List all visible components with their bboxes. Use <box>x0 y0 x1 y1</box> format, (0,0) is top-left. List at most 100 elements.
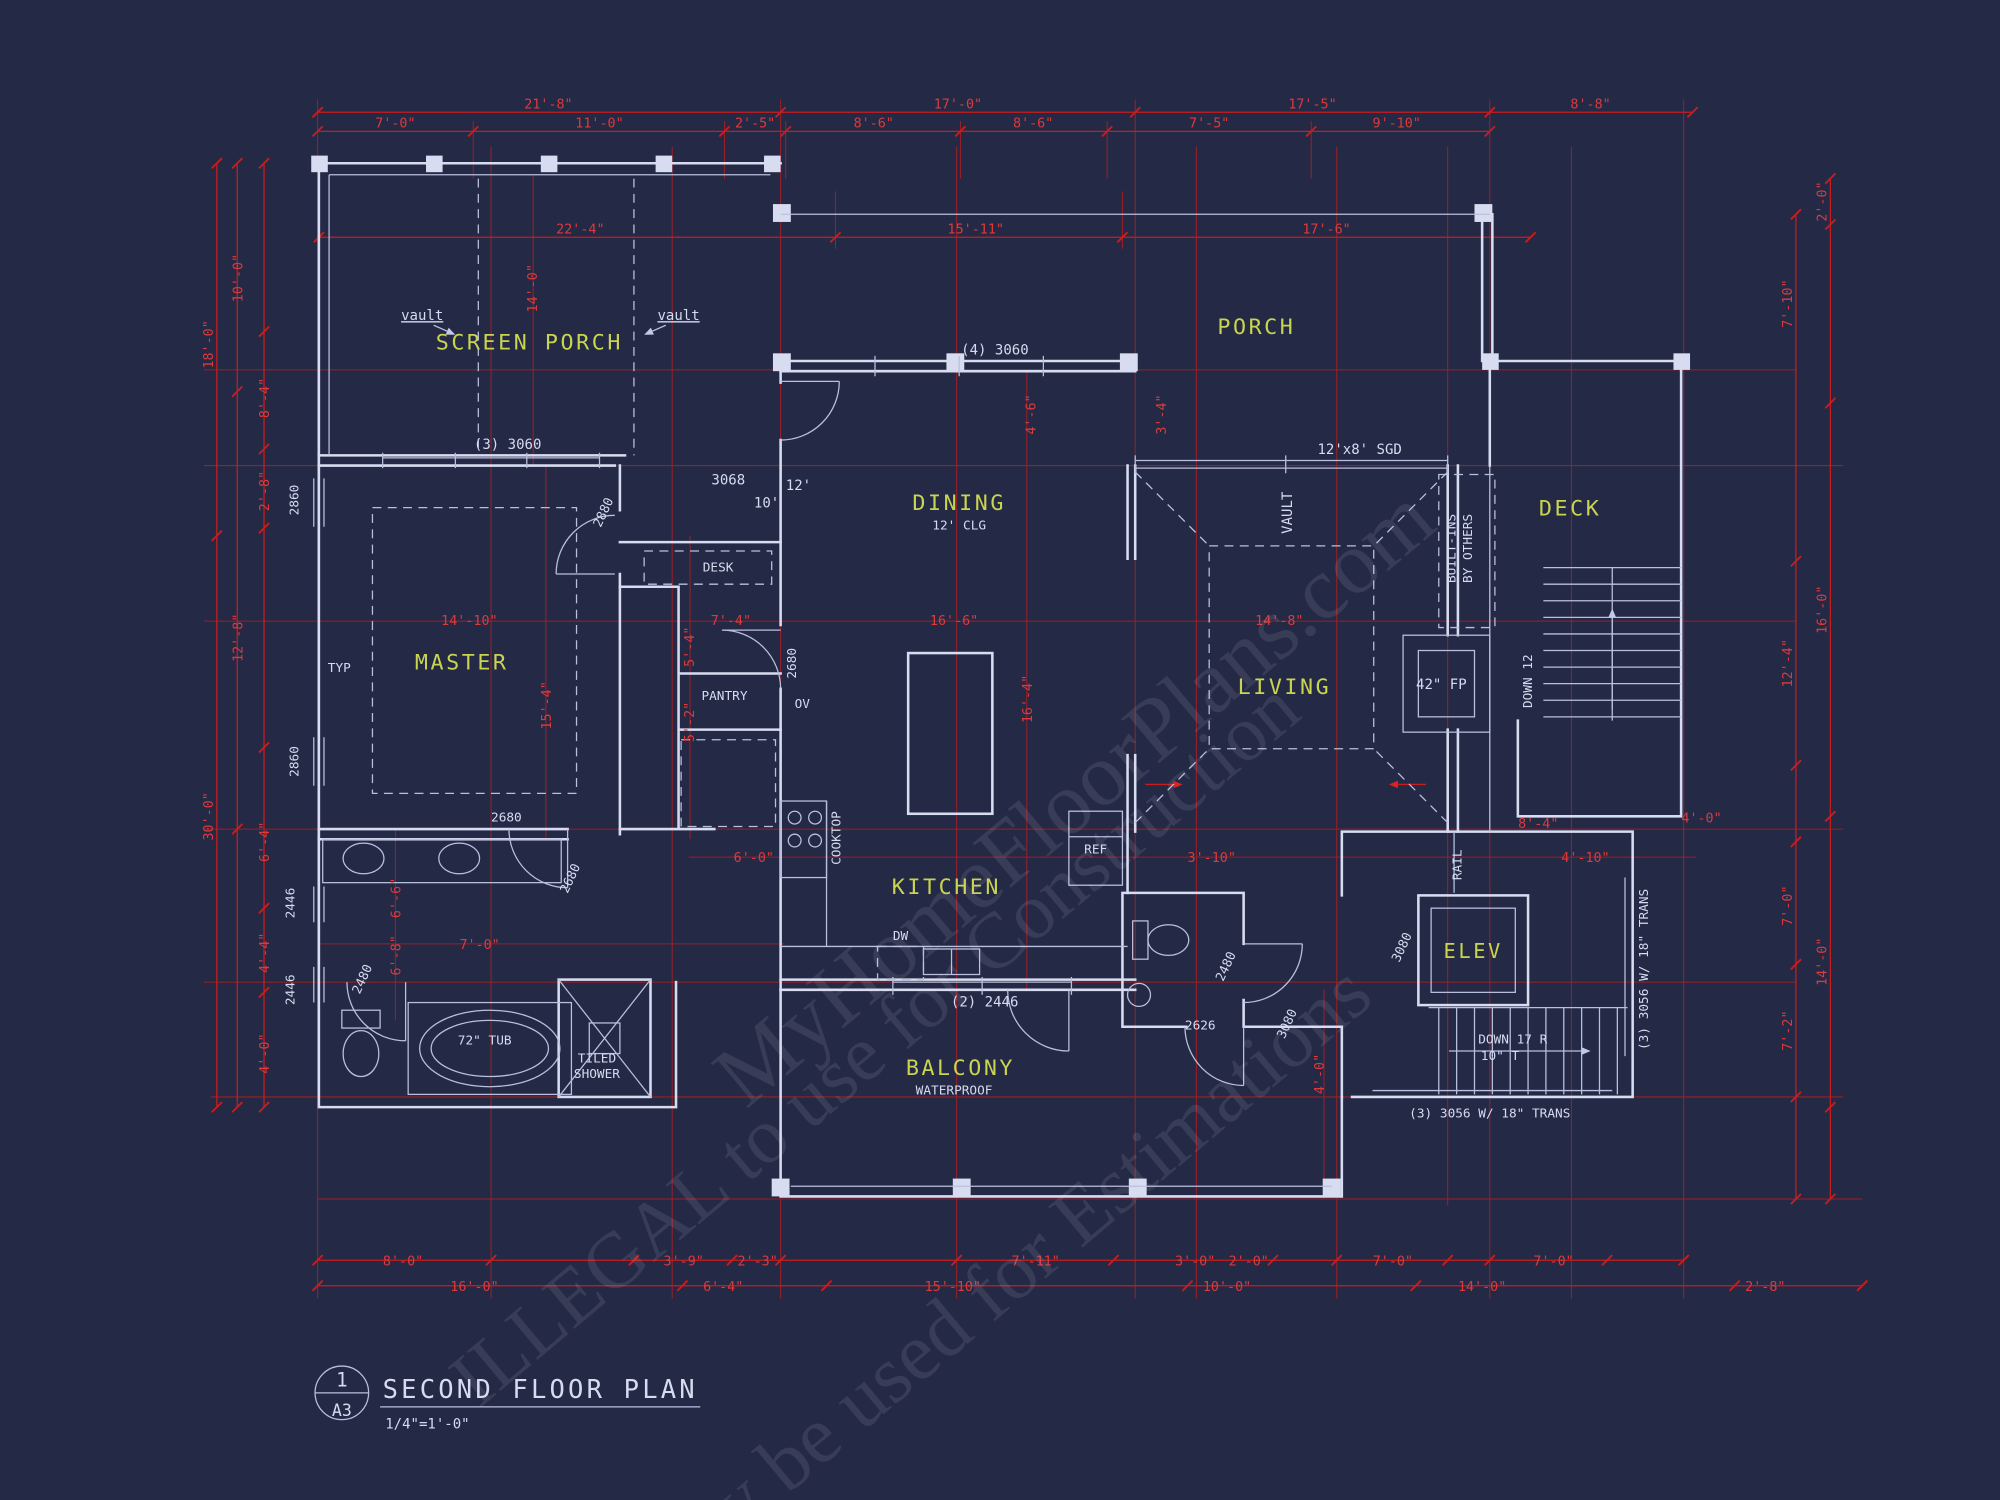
annotation-label: DESK <box>703 560 734 575</box>
dimension-label: 6'-8" <box>390 935 405 975</box>
annotation-label: TYP <box>328 661 351 676</box>
dimension-label: 4'-0" <box>1313 1054 1328 1094</box>
annotation-label: BY OTHERS <box>1461 514 1476 583</box>
dimension-label: 7'-11" <box>1012 1254 1060 1269</box>
annotation-label: 12' <box>786 478 811 494</box>
dimension-label: 8'-8" <box>1570 97 1610 112</box>
dimension-label: 17'-0" <box>934 97 982 112</box>
annotation-label: 2860 <box>287 485 302 516</box>
annotation-label: 12'x8' SGD <box>1317 442 1401 458</box>
annotation-label: 2446 <box>284 888 299 919</box>
dimension-label: 7'-0" <box>1533 1254 1573 1269</box>
fixtures <box>322 174 1682 1187</box>
annotation-label: 2626 <box>1185 1018 1216 1033</box>
annotation-label: 2446 <box>284 974 299 1005</box>
dimension-label: 16'-4" <box>1021 675 1036 723</box>
annotation-label: 2680 <box>491 810 522 825</box>
dimension-label: 8'-4" <box>258 378 273 418</box>
room-label: SCREEN PORCH <box>436 330 623 355</box>
dimension-label: 12'-8" <box>231 614 246 662</box>
detail-number: 1 <box>336 1368 348 1391</box>
dimension-label: 4'-10" <box>1561 851 1609 866</box>
dimension-label: 15'-10" <box>925 1280 981 1295</box>
annotation-label: VAULT <box>1280 491 1296 534</box>
dimension-labels: 21'-8"17'-0"17'-5"8'-8"7'-0"11'-0"2'-5"8… <box>202 97 1831 1294</box>
dimension-label: 4'-0" <box>258 1033 273 1073</box>
annotation-label: (4) 3060 <box>961 343 1029 359</box>
room-label: DECK <box>1539 496 1601 521</box>
room-label: MASTER <box>415 651 509 676</box>
dimension-label: 16'-0" <box>1816 586 1831 634</box>
dimension-label: 2'-8" <box>258 471 273 511</box>
dimension-label: 18'-0" <box>202 320 217 368</box>
annotation-label: REF <box>1084 842 1107 857</box>
dimension-label: 7'-0" <box>375 117 415 132</box>
dimension-label: 6'-0" <box>734 851 774 866</box>
dimension-label: 11'-0" <box>575 117 623 132</box>
dimension-label: 2'-8" <box>1745 1280 1785 1295</box>
dimension-label: 7'-10" <box>1781 279 1796 327</box>
dimension-label: 14'-10" <box>441 614 497 629</box>
dashed-lines <box>371 178 1496 981</box>
annotation-label: COOKTOP <box>830 811 845 865</box>
door-arcs <box>346 380 1303 1087</box>
plan-scale: 1/4"=1'-0" <box>385 1417 469 1433</box>
annotation-label: 2480 <box>1213 950 1240 984</box>
annotation-label: 42" FP <box>1416 677 1467 693</box>
dimension-label: 5'-4" <box>683 627 698 667</box>
annotation-label: 2860 <box>287 746 302 777</box>
dimension-label: 2'-0" <box>1229 1254 1269 1269</box>
dimension-label: 12'-4" <box>1781 639 1796 687</box>
dimension-label: 4'-0" <box>1681 812 1721 827</box>
dimension-label: 14'-8" <box>1255 614 1303 629</box>
room-label: BALCONY <box>906 1056 1015 1081</box>
annotation-label: DOWN 12 <box>1521 654 1536 708</box>
annotation-label: (2) 2446 <box>951 994 1019 1010</box>
dimension-label: 16'-0" <box>450 1280 498 1295</box>
annotation-label: 2680 <box>785 648 800 679</box>
annotation-label: 12' CLG <box>932 518 986 533</box>
dimension-label: 6'-4" <box>703 1280 743 1295</box>
annotation-label: BUILT-INS <box>1444 514 1459 583</box>
dimension-label: 14'-0" <box>1458 1280 1506 1295</box>
dimension-chains <box>216 111 1863 1287</box>
dimension-label: 3'-10" <box>1188 851 1236 866</box>
plan-title: SECOND FLOOR PLAN <box>383 1375 698 1405</box>
annotation-label: (3) 3056 W/ 18" TRANS <box>1409 1106 1570 1121</box>
annotation-label: PANTRY <box>701 689 747 704</box>
dimension-label: 7'-2" <box>1781 1010 1796 1050</box>
dimension-label: 7'-4" <box>711 614 751 629</box>
dimension-label: 14'-0" <box>526 264 541 312</box>
dimension-label: 3'-9" <box>664 1254 704 1269</box>
dimension-label: 16'-6" <box>930 614 978 629</box>
dimension-label: 30'-0" <box>202 792 217 840</box>
watermark-text: ILLEGAL to use for Construction <box>434 664 1315 1423</box>
dimension-label: 21'-8" <box>524 97 572 112</box>
dimension-label: 17'-6" <box>1302 222 1350 237</box>
annotation-label: 3080 <box>1389 930 1416 964</box>
room-label: KITCHEN <box>892 875 1001 900</box>
annotation-label: SHOWER <box>574 1067 620 1082</box>
dimension-label: 8'-0" <box>383 1254 423 1269</box>
annotation-label: TILED <box>578 1052 616 1067</box>
annotation-label: DOWN 17 R <box>1478 1032 1547 1047</box>
dimension-label: 6'-6" <box>390 878 405 918</box>
dimension-label: 2'-0" <box>1816 181 1831 221</box>
annotation-label: OV <box>795 697 811 712</box>
dimension-label: 8'-6" <box>1013 117 1053 132</box>
column-posts <box>311 155 1691 1197</box>
walls <box>317 161 1683 1198</box>
annotation-label: vault <box>401 308 443 324</box>
dimension-label: 7'-0" <box>1781 885 1796 925</box>
annotation-label: 10' <box>754 496 779 512</box>
dimension-label: 6'-4" <box>258 822 273 862</box>
annotation-label: 10" T <box>1481 1049 1520 1064</box>
dimension-label: 15'-4" <box>540 681 555 729</box>
title-block: 1 A3 SECOND FLOOR PLAN 1/4"=1'-0" <box>314 1365 701 1433</box>
room-label: PORCH <box>1217 315 1295 340</box>
dimension-label: 7'-5" <box>1189 117 1229 132</box>
annotation-label: 2480 <box>350 962 377 996</box>
